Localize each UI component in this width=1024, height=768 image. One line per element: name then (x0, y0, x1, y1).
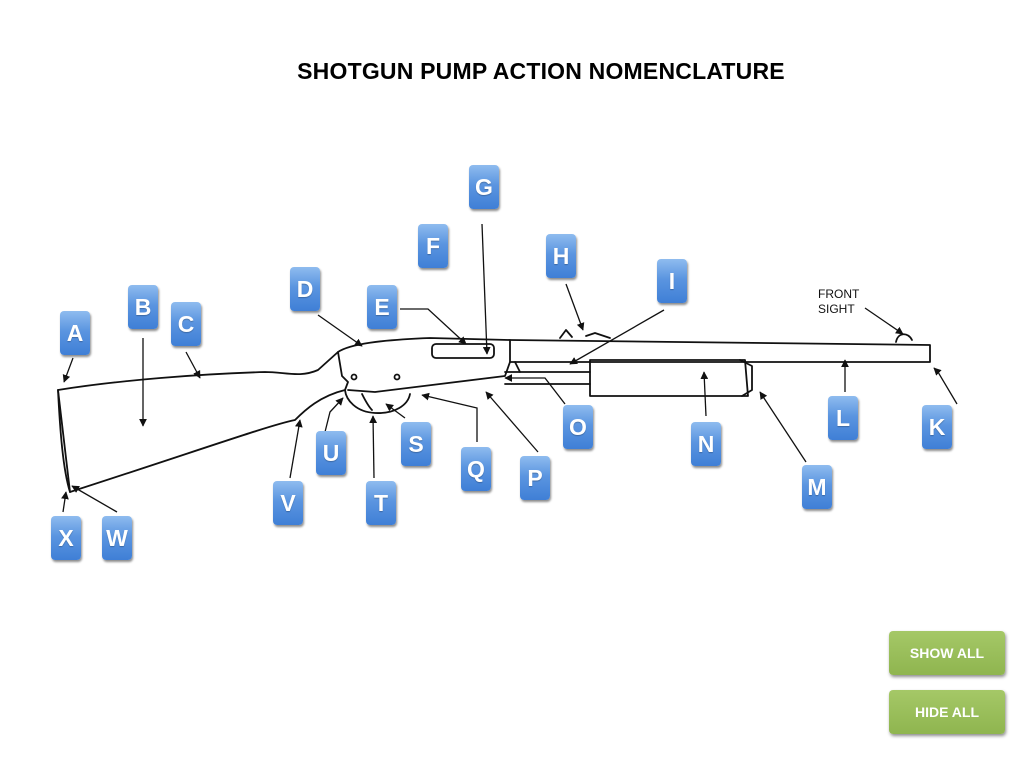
label-p[interactable]: P (520, 456, 550, 500)
label-l[interactable]: L (828, 396, 858, 440)
label-m[interactable]: M (802, 465, 832, 509)
label-u[interactable]: U (316, 431, 346, 475)
label-o[interactable]: O (563, 405, 593, 449)
label-q[interactable]: Q (461, 447, 491, 491)
label-f[interactable]: F (418, 224, 448, 268)
front-sight-line-2: SIGHT (818, 302, 855, 316)
label-g[interactable]: G (469, 165, 499, 209)
page-title: SHOTGUN PUMP ACTION NOMENCLATURE (297, 58, 785, 84)
show-all-button[interactable]: SHOW ALL (889, 631, 1005, 675)
label-i[interactable]: I (657, 259, 687, 303)
label-x[interactable]: X (51, 516, 81, 560)
hide-all-button[interactable]: HIDE ALL (889, 690, 1005, 734)
label-e[interactable]: E (367, 285, 397, 329)
label-h[interactable]: H (546, 234, 576, 278)
label-s[interactable]: S (401, 422, 431, 466)
front-sight-line-1: FRONT (818, 287, 860, 301)
label-b[interactable]: B (128, 285, 158, 329)
label-a[interactable]: A (60, 311, 90, 355)
front-sight-caption: FRONT SIGHT (818, 287, 888, 317)
leader-lines (61, 223, 958, 513)
label-t[interactable]: T (366, 481, 396, 525)
label-w[interactable]: W (102, 516, 132, 560)
label-k[interactable]: K (922, 405, 952, 449)
shotgun-outline (57, 329, 931, 493)
label-n[interactable]: N (691, 422, 721, 466)
label-d[interactable]: D (290, 267, 320, 311)
label-c[interactable]: C (171, 302, 201, 346)
label-v[interactable]: V (273, 481, 303, 525)
